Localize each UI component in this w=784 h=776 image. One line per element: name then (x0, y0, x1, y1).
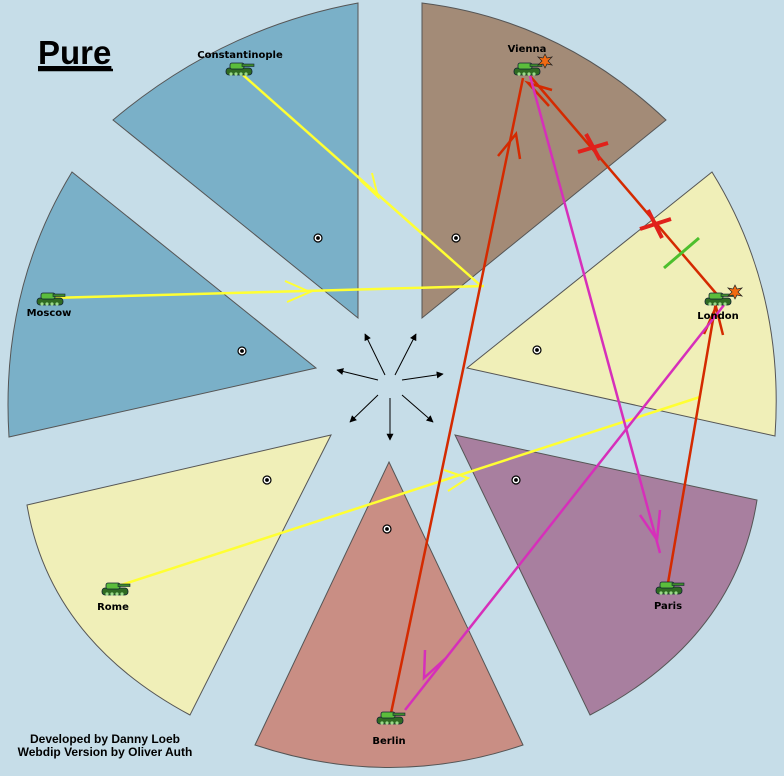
supply-center-icon (237, 346, 247, 356)
territory-label-moscow: Moscow (27, 308, 72, 319)
supply-center-icon (532, 345, 542, 355)
compass-arrows (336, 333, 444, 441)
supply-center-icon (382, 524, 392, 534)
region-vienna[interactable] (421, 2, 667, 320)
army-unit-moscow[interactable] (36, 292, 66, 307)
credit-line-2: Webdip Version by Oliver Auth (18, 745, 193, 759)
supply-center-icon (262, 475, 272, 485)
army-unit-constantinople[interactable] (225, 62, 255, 77)
failed-order-mark (577, 133, 609, 161)
attack-order (524, 75, 721, 299)
army-unit-paris[interactable] (655, 581, 685, 596)
move-order (49, 280, 485, 303)
territory-label-vienna: Vienna (508, 44, 547, 55)
territory-label-london: London (697, 311, 739, 322)
region-berlin[interactable] (254, 460, 524, 768)
territory-label-rome: Rome (97, 602, 129, 613)
supply-center-icon (511, 475, 521, 485)
territory-label-constantinople: Constantinople (197, 50, 283, 61)
territory-label-paris: Paris (654, 601, 682, 612)
attack-order (388, 77, 525, 719)
supply-center-icon (451, 233, 461, 243)
region-moscow[interactable] (7, 171, 318, 438)
orders-layer (49, 74, 725, 719)
supply-center-markers (237, 233, 542, 534)
hold-mark (663, 236, 700, 270)
territory-label-berlin: Berlin (372, 736, 405, 747)
credit-line-1: Developed by Danny Loeb (30, 732, 180, 746)
move-order (114, 395, 701, 589)
supply-center-icon (313, 233, 323, 243)
map-title: Pure (38, 34, 111, 71)
move-order (242, 74, 481, 286)
army-unit-rome[interactable] (101, 582, 131, 597)
support-order (404, 304, 725, 711)
region-rome[interactable] (26, 434, 332, 716)
region-constantinople[interactable] (112, 2, 359, 320)
army-unit-berlin[interactable] (376, 711, 406, 726)
failed-order-mark (639, 209, 672, 239)
support-order (528, 75, 662, 554)
